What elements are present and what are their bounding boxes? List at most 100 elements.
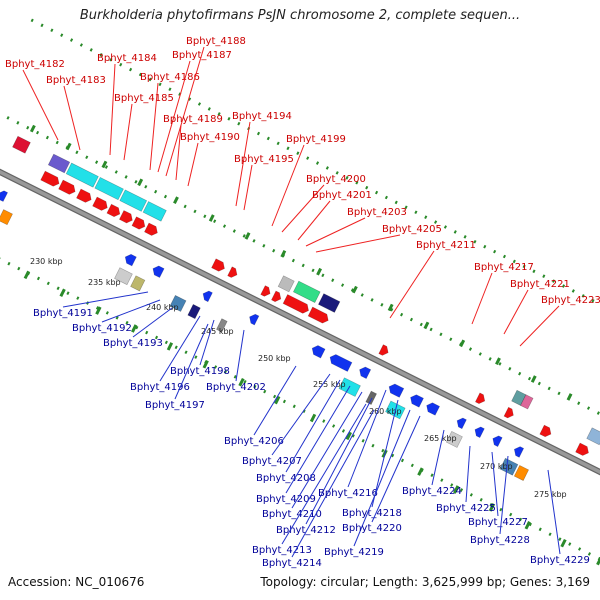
feature-block <box>94 176 124 201</box>
feature-block <box>142 201 167 222</box>
reverse-gene-label: Bphyt_4196 <box>130 382 190 393</box>
feature-block <box>511 389 527 406</box>
scale-tick <box>131 324 138 333</box>
scale-tick <box>351 285 358 294</box>
scale-tick <box>244 232 251 240</box>
reverse-gene-leader <box>499 455 509 535</box>
forward-gene-label: Bphyt_4186 <box>140 72 200 83</box>
reverse-gene-label: Bphyt_4192 <box>72 323 132 334</box>
forward-gene-label: Bphyt_4182 <box>5 59 65 70</box>
reverse-gene-leader <box>547 469 561 555</box>
feature-block-shape <box>445 430 463 448</box>
forward-gene-arrow <box>575 442 589 456</box>
forward-gene-leader <box>315 234 401 253</box>
forward-gene-arrow <box>76 188 92 203</box>
scale-tick <box>280 250 287 258</box>
forward-gene-label: Bphyt_4217 <box>474 262 534 273</box>
feature-block-shape <box>65 162 99 188</box>
reverse-gene-label: Bphyt_4224 <box>402 486 462 497</box>
forward-gene-arrow-shape <box>271 290 282 303</box>
reverse-gene-leader <box>159 315 201 382</box>
forward-gene-arrow-shape <box>227 266 238 278</box>
feature-block-shape <box>513 464 530 481</box>
scale-tick <box>560 538 567 548</box>
forward-gene-arrow <box>92 196 108 211</box>
kbp-label: 240 kbp <box>146 303 179 312</box>
kbp-label: 235 kbp <box>88 278 121 287</box>
reverse-gene-label: Bphyt_4218 <box>342 508 402 519</box>
scale-tick <box>95 306 102 315</box>
reverse-gene-leader <box>271 373 331 456</box>
forward-gene-arrow-shape <box>378 344 389 356</box>
scale-tick <box>495 357 501 365</box>
feature-block-shape <box>12 135 31 154</box>
scale-tick <box>166 342 174 351</box>
scale-tick <box>101 160 108 169</box>
forward-gene-label: Bphyt_4200 <box>306 174 366 185</box>
forward-gene-arrow <box>378 344 389 356</box>
reverse-gene-arrow <box>152 265 165 278</box>
scale-tick <box>488 503 496 512</box>
feature-block <box>47 153 71 174</box>
forward-gene-arrow <box>211 258 225 272</box>
forward-gene-leader <box>503 289 529 335</box>
reverse-gene-leader <box>291 409 375 558</box>
reverse-gene-arrow-shape <box>359 366 372 380</box>
forward-gene-leader <box>165 46 205 177</box>
reverse-gene-arrow-shape <box>492 435 503 447</box>
reverse-gene-arrow <box>388 383 405 398</box>
reverse-gene-arrow-shape <box>152 265 165 278</box>
scale-tick <box>387 303 394 312</box>
feature-block <box>169 295 187 312</box>
kbp-label: 245 kbp <box>201 327 234 336</box>
reverse-gene-arrow <box>0 190 9 202</box>
reverse-gene-leader <box>371 415 421 523</box>
kbp-label: 265 kbp <box>424 434 457 443</box>
forward-gene-arrow-shape <box>503 406 514 419</box>
feature-block-shape <box>142 201 167 222</box>
reverse-gene-arrow-shape <box>202 290 213 303</box>
forward-gene-leader <box>471 272 493 325</box>
reverse-gene-leader <box>235 329 245 382</box>
forward-gene-arrow <box>40 170 60 187</box>
forward-gene-arrow-shape <box>260 285 271 297</box>
forward-gene-leader <box>63 85 81 151</box>
reverse-gene-arrow-shape <box>0 190 9 202</box>
forward-gene-label: Bphyt_4185 <box>114 93 174 104</box>
reverse-gene-leader <box>353 409 411 547</box>
feature-block-shape <box>586 427 600 446</box>
scale-tick <box>65 142 72 151</box>
feature-block-shape <box>277 275 295 293</box>
reverse-gene-arrow <box>474 426 485 439</box>
forward-gene-label: Bphyt_4188 <box>186 36 246 47</box>
reverse-gene-arrow-shape <box>474 426 485 439</box>
reverse-gene-label: Bphyt_4227 <box>468 517 528 528</box>
forward-gene-label: Bphyt_4205 <box>382 224 442 235</box>
feature-block <box>65 162 99 188</box>
reverse-gene-leader <box>285 385 351 494</box>
reverse-gene-arrow <box>311 345 326 359</box>
scale-tick <box>238 377 245 387</box>
forward-gene-arrow <box>131 216 146 230</box>
forward-gene-arrow <box>106 203 121 218</box>
reverse-gene-leader <box>291 391 363 509</box>
reverse-gene-arrow <box>492 435 503 447</box>
forward-gene-leader <box>305 217 366 247</box>
scale-tick <box>524 521 531 530</box>
reverse-gene-leader <box>281 403 367 545</box>
reverse-gene-arrow <box>249 313 260 326</box>
scale-tick <box>137 178 144 187</box>
reverse-gene-label: Bphyt_4212 <box>276 525 336 536</box>
feature-block <box>114 267 133 286</box>
feature-block-shape <box>94 176 124 201</box>
scale-tick <box>208 214 215 222</box>
forward-gene-arrow-shape <box>58 179 76 195</box>
feature-block <box>513 464 530 481</box>
forward-gene-label: Bphyt_4194 <box>232 111 292 122</box>
feature-block <box>119 189 148 212</box>
track-inner <box>0 257 600 561</box>
reverse-gene-arrow-shape <box>410 394 424 408</box>
forward-gene-leader <box>389 250 435 319</box>
forward-gene-arrow <box>282 294 309 314</box>
